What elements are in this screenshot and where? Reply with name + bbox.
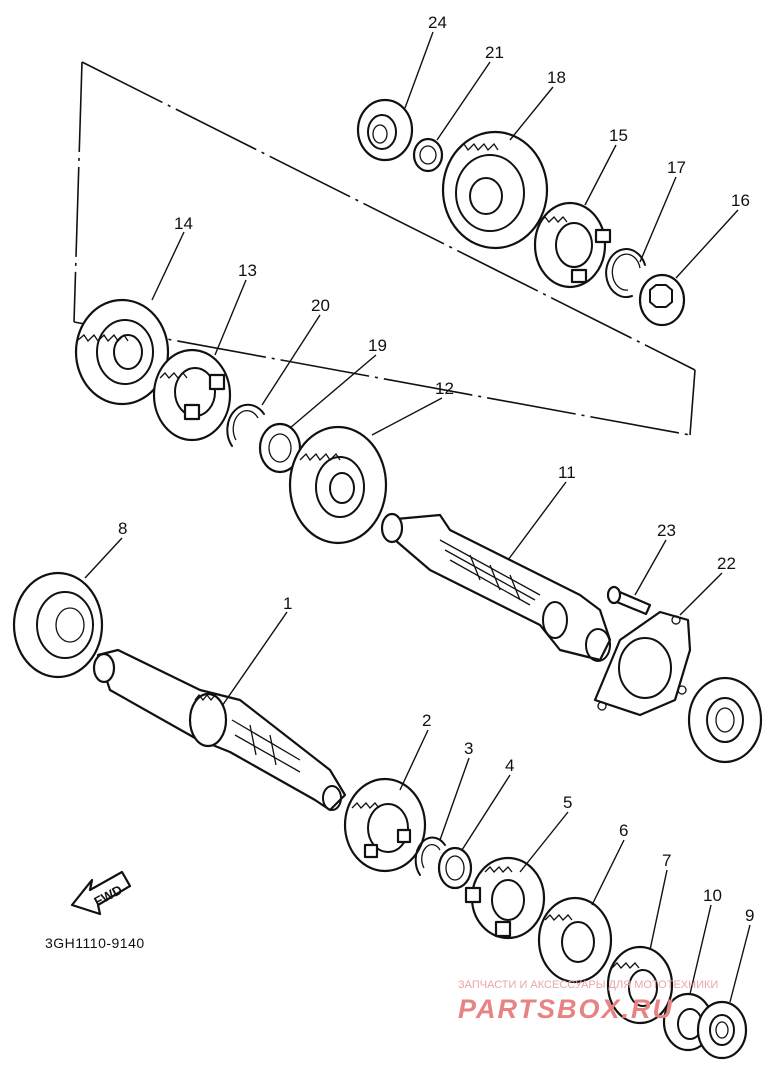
part-11-drive-axle bbox=[380, 512, 612, 662]
callout-numbers: 24 21 18 15 17 16 14 13 20 19 12 11 23 2… bbox=[118, 13, 754, 925]
part-20-circlip bbox=[226, 403, 265, 447]
callout-1: 1 bbox=[283, 594, 292, 613]
watermark: ЗАПЧАСТИ И АКСЕССУАРЫ ДЛЯ МОТОТЕХНИКИ PA… bbox=[458, 979, 718, 1024]
part-13-gear bbox=[152, 348, 232, 442]
part-17-circlip bbox=[605, 248, 646, 299]
part-1-main-axle bbox=[92, 648, 347, 812]
part-24-bearing bbox=[356, 98, 414, 162]
callout-10: 10 bbox=[703, 886, 722, 905]
callout-19: 19 bbox=[368, 336, 387, 355]
callout-7: 7 bbox=[662, 851, 671, 870]
callout-6: 6 bbox=[619, 821, 628, 840]
fwd-arrow-icon: FWD bbox=[70, 870, 132, 916]
part-16-washer bbox=[638, 273, 686, 327]
part-8-bearing bbox=[12, 571, 104, 679]
callout-11: 11 bbox=[558, 463, 576, 482]
callout-21: 21 bbox=[485, 43, 504, 62]
leader-lines bbox=[84, 31, 751, 1003]
watermark-tagline: ЗАПЧАСТИ И АКСЕССУАРЫ ДЛЯ МОТОТЕХНИКИ bbox=[458, 979, 718, 991]
callout-3: 3 bbox=[464, 739, 473, 758]
callout-20: 20 bbox=[311, 296, 330, 315]
callout-2: 2 bbox=[422, 711, 431, 730]
callout-8: 8 bbox=[118, 519, 127, 538]
part-bearing-right bbox=[687, 676, 763, 764]
part-2-gear bbox=[343, 777, 427, 873]
callout-5: 5 bbox=[563, 793, 572, 812]
part-5-gear bbox=[464, 856, 546, 940]
callout-22: 22 bbox=[717, 554, 736, 573]
callout-4: 4 bbox=[505, 756, 514, 775]
part-23-screw bbox=[606, 585, 652, 616]
part-22-plate bbox=[593, 610, 692, 717]
callout-23: 23 bbox=[657, 521, 676, 540]
part-4-washer bbox=[437, 846, 473, 890]
callout-18: 18 bbox=[547, 68, 566, 87]
part-12-gear bbox=[288, 425, 388, 545]
callout-15: 15 bbox=[609, 126, 628, 145]
callout-16: 16 bbox=[731, 191, 750, 210]
part-6-gear bbox=[537, 896, 613, 984]
callout-13: 13 bbox=[238, 261, 257, 280]
part-15-gear bbox=[533, 201, 612, 289]
callout-14: 14 bbox=[174, 214, 193, 233]
part-9-bearing bbox=[696, 1000, 748, 1060]
callout-12: 12 bbox=[435, 379, 454, 398]
callout-9: 9 bbox=[745, 906, 754, 925]
part-14-gear bbox=[74, 298, 170, 406]
part-21-washer bbox=[412, 137, 444, 173]
part-7-gear bbox=[606, 945, 674, 1025]
grouping-bracket bbox=[73, 61, 696, 436]
part-code: 3GH1110-9140 bbox=[45, 935, 145, 951]
watermark-brand: PARTSBOX.RU bbox=[458, 994, 674, 1024]
part-18-gear bbox=[441, 130, 549, 250]
callout-17: 17 bbox=[667, 158, 686, 177]
callout-24: 24 bbox=[428, 13, 447, 32]
